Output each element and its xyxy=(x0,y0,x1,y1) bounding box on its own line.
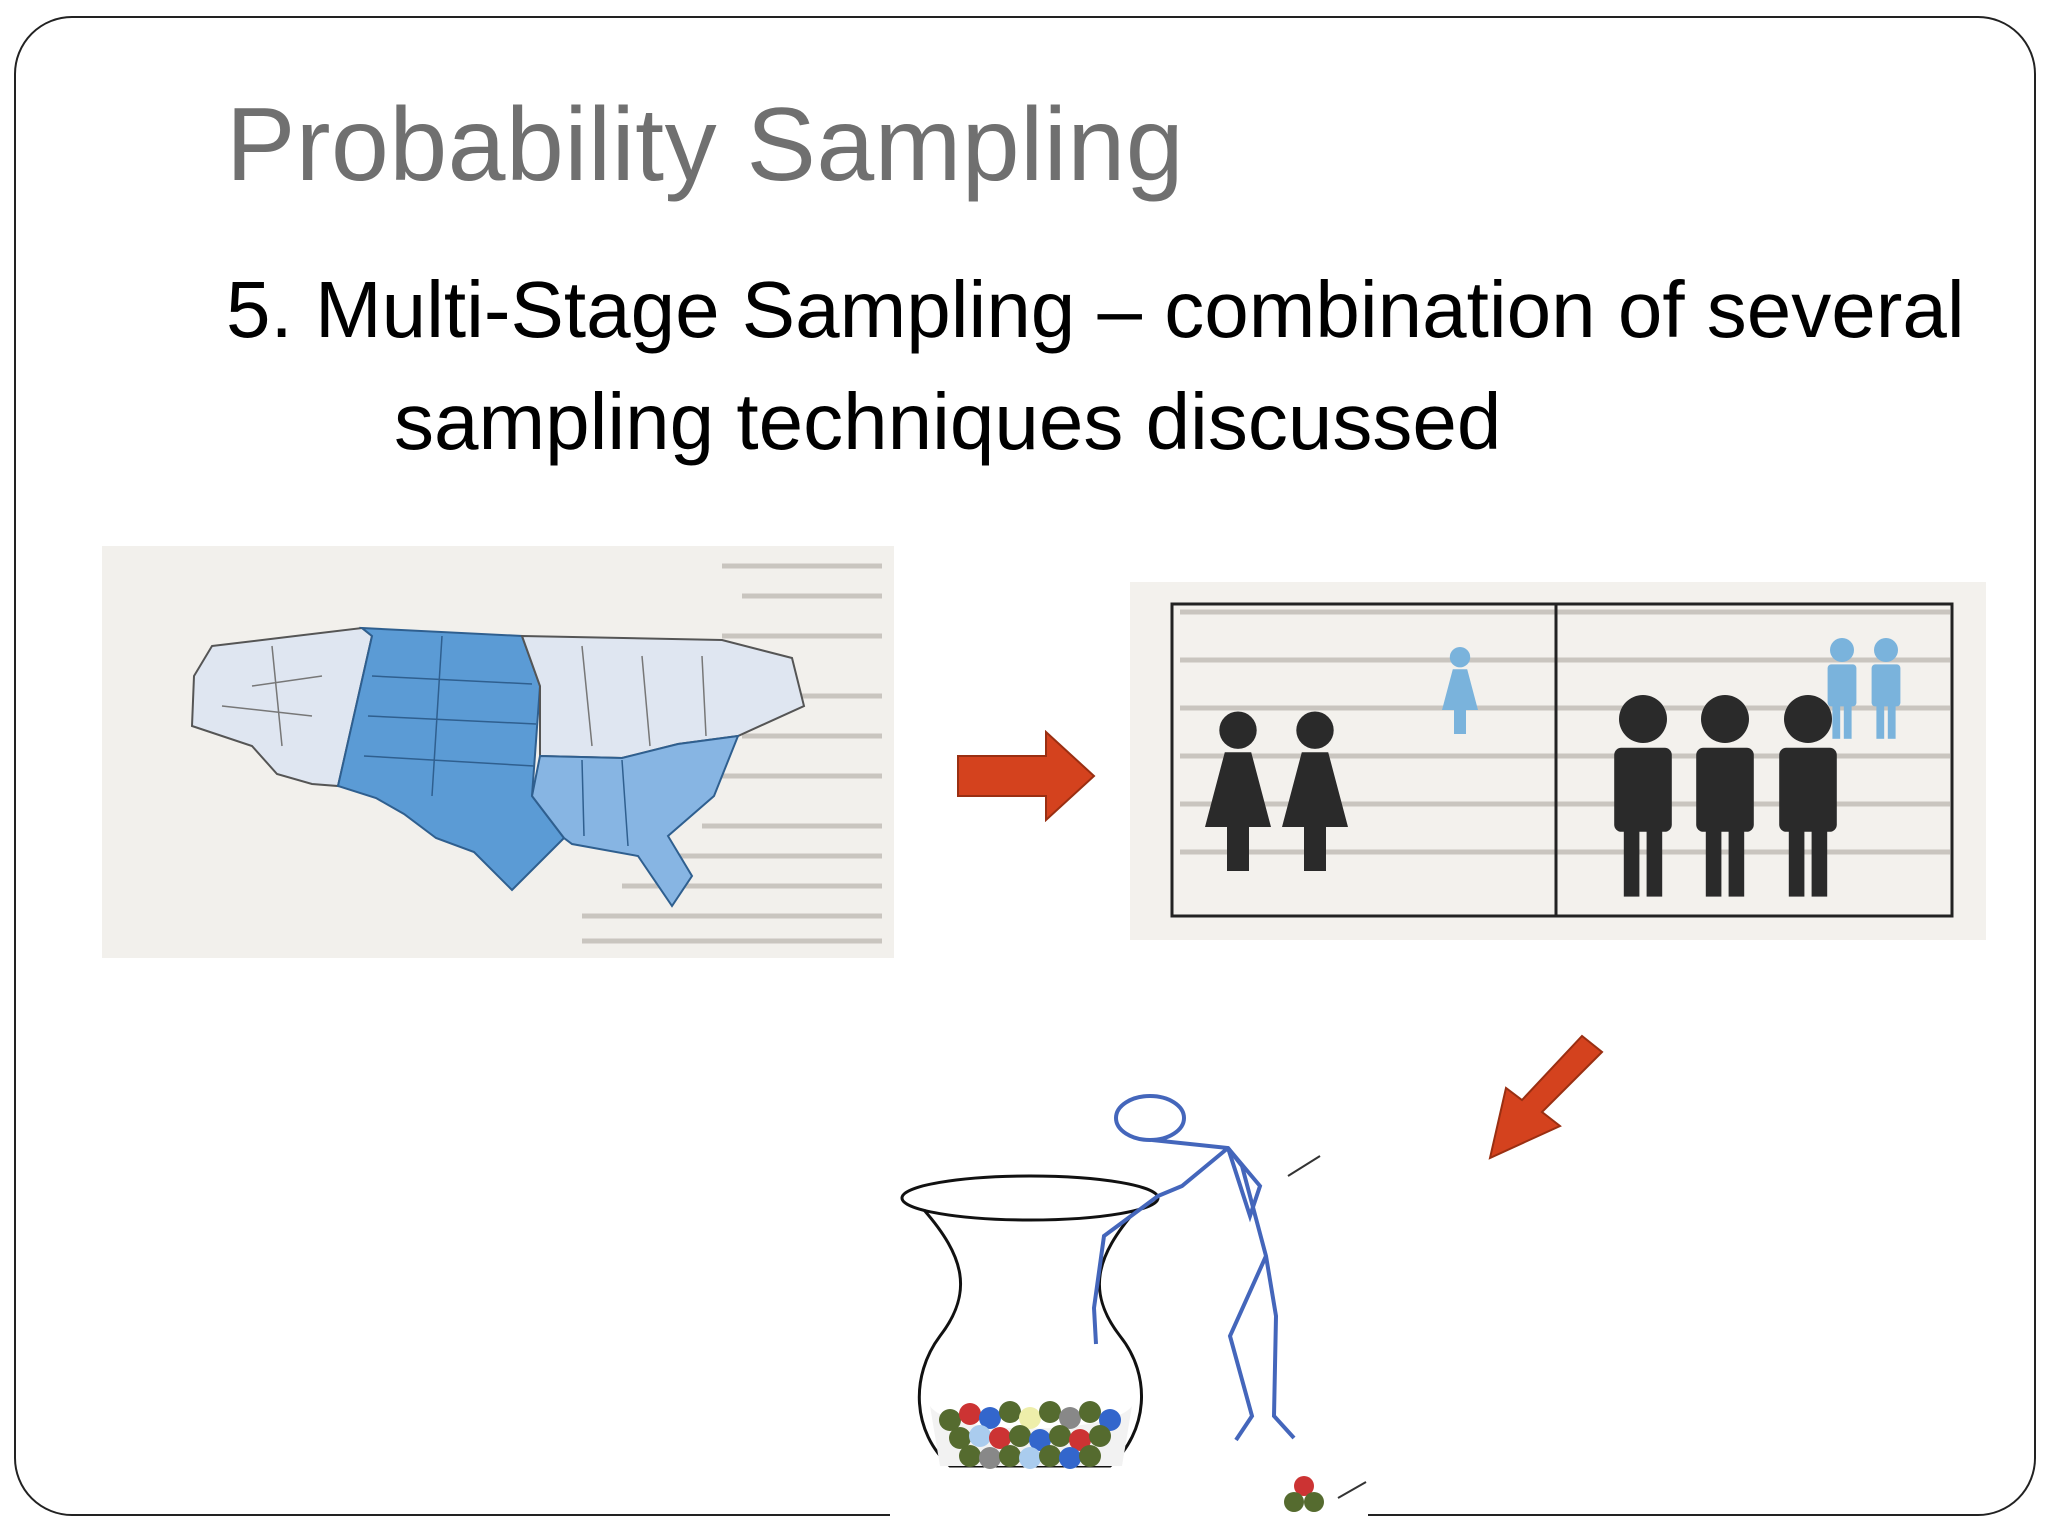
bullet-text: 5. Multi-Stage Sampling – combination of… xyxy=(226,265,1965,466)
arrow-down-left-icon xyxy=(1484,1030,1604,1160)
us-map-illustration xyxy=(102,546,894,958)
arrow-right-icon xyxy=(956,730,1096,822)
random-draw-jar-illustration xyxy=(890,1086,1368,1536)
stratified-people-illustration xyxy=(1130,582,1986,940)
slide-title: Probability Sampling xyxy=(226,87,1185,203)
